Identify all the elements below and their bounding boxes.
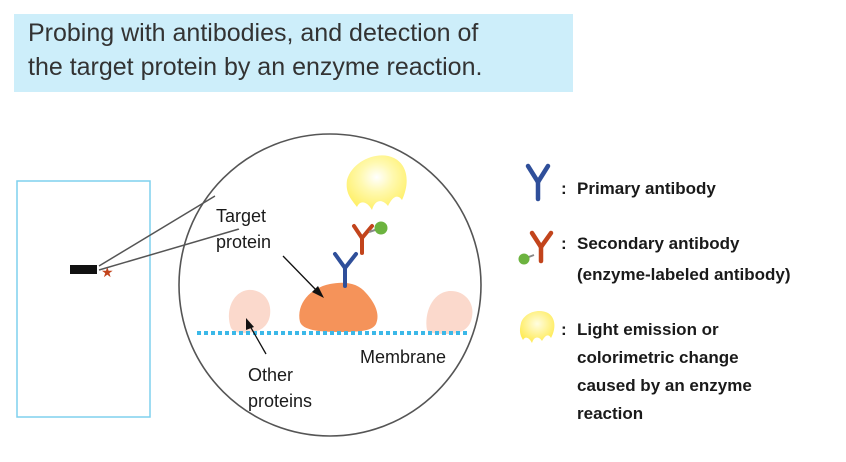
light-emission	[346, 155, 407, 210]
target-label-line-2: protein	[216, 232, 271, 252]
target-arrow-head	[312, 286, 324, 298]
legend-light-label-line-4: reaction	[577, 404, 643, 423]
membrane-label: Membrane	[360, 347, 446, 367]
legend-secondary-label-line-1: Secondary antibody	[577, 234, 740, 253]
secondary-antibody	[352, 224, 374, 255]
other-protein-right	[426, 290, 473, 334]
target-label-line-1: Target	[216, 206, 266, 226]
legend-secondary-separator: :	[561, 234, 567, 253]
legend-light-label-line-2: colorimetric change	[577, 348, 739, 367]
other-label-line-2: proteins	[248, 391, 312, 411]
blot-band	[70, 265, 97, 274]
target-arrow-line	[282, 255, 319, 293]
legend-primary-separator: :	[561, 179, 567, 198]
legend-primary-label: Primary antibody	[577, 179, 716, 198]
legend-secondary-label-line-2: (enzyme-labeled antibody)	[577, 265, 790, 284]
blot-membrane	[16, 180, 151, 418]
primary-antibody	[333, 252, 358, 288]
other-protein-left	[228, 289, 271, 333]
callout-line-upper	[98, 195, 216, 267]
callout-line-lower	[98, 228, 240, 271]
legend-enzyme-icon	[518, 253, 530, 265]
other-label-line-1: Other	[248, 365, 293, 385]
legend-light-label-line-3: caused by an enzyme	[577, 376, 752, 395]
legend-light-label-line-1: Light emission or	[577, 320, 719, 339]
legend-primary-antibody-icon	[525, 163, 551, 202]
enzyme-label	[374, 221, 388, 235]
callout-mask	[215, 196, 260, 229]
title-banner	[14, 14, 573, 92]
legend-light-icon	[519, 311, 555, 343]
legend-secondary-antibody-icon	[529, 230, 554, 264]
other-arrow-line	[249, 325, 267, 355]
other-arrow-head	[246, 318, 254, 330]
legend-light-separator: :	[561, 320, 567, 339]
title-line-1: Probing with antibodies, and detection o…	[28, 19, 479, 47]
title-line-2: the target protein by an enzyme reaction…	[28, 53, 483, 81]
